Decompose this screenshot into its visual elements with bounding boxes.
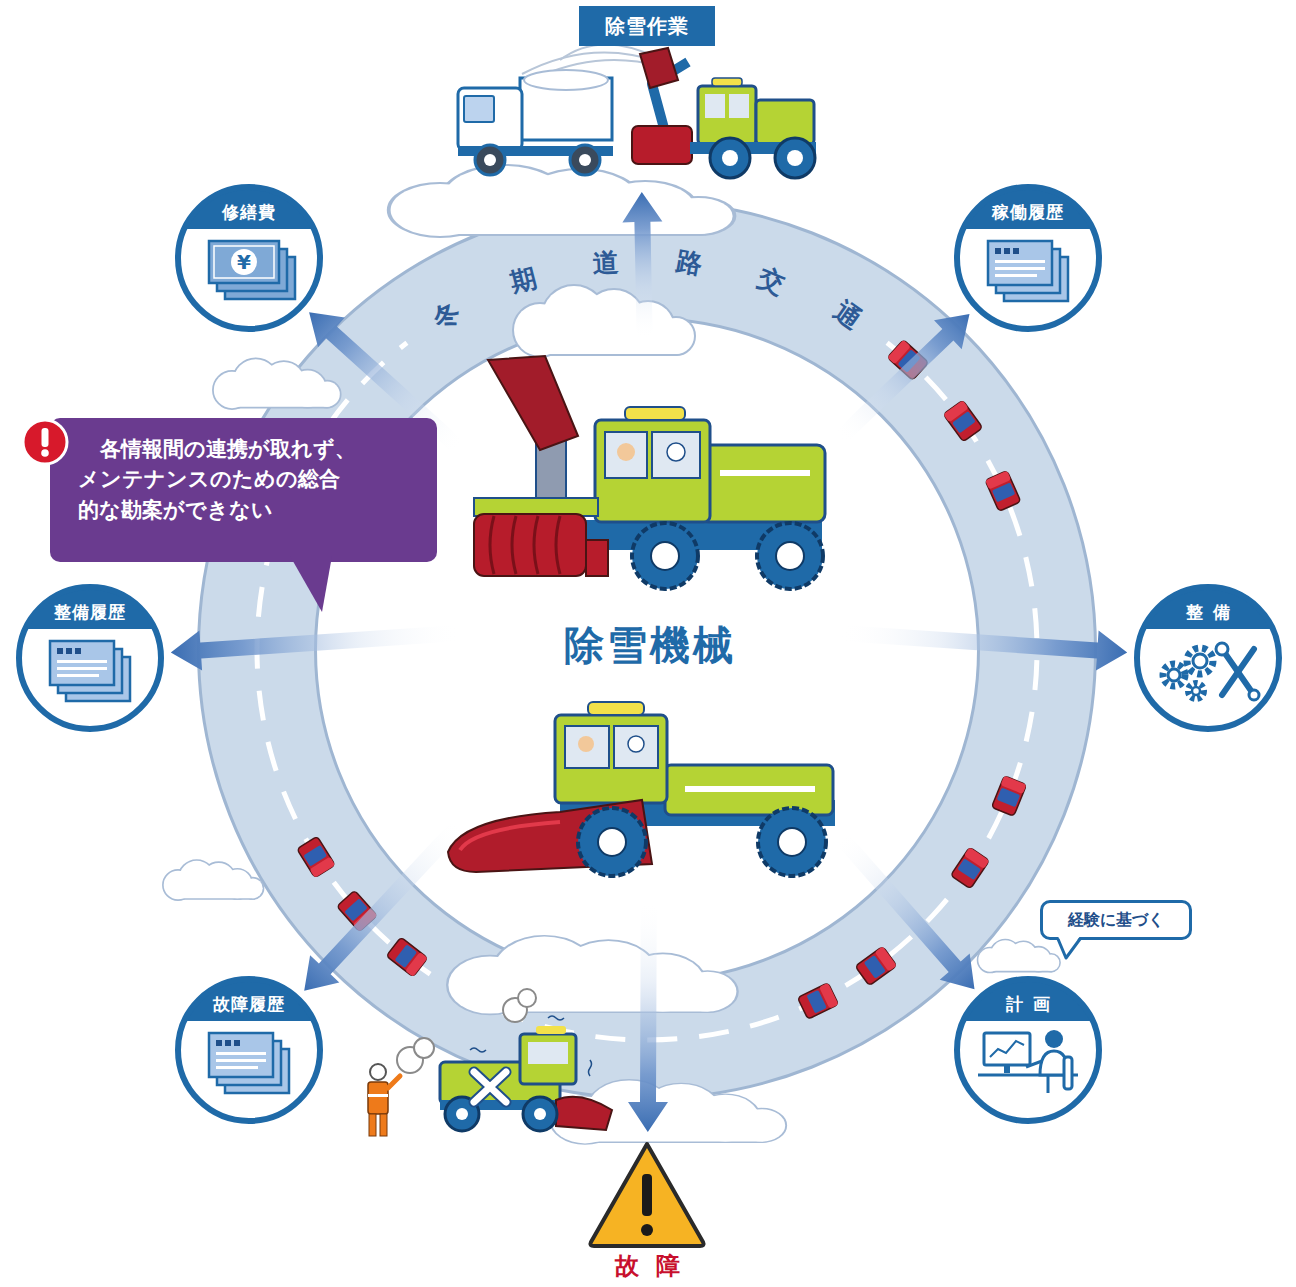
snow-work-illustration: [458, 44, 816, 178]
scene-box: 除雪作業: [440, 4, 840, 186]
broken-machine-illustration: [368, 989, 612, 1136]
plow-illustration: [448, 702, 835, 876]
currency-symbol: ¥: [224, 248, 264, 276]
circle-heading-row: 故障履歴: [174, 989, 324, 1019]
note-text: 経験に基づく: [1054, 903, 1178, 937]
circle-heading-row: 計画: [953, 989, 1103, 1019]
note-callout: 経験に基づく: [1040, 900, 1192, 940]
arrow-connector: [622, 192, 662, 340]
circle-icon: [209, 241, 295, 299]
info-circle: 稼働履歴: [953, 183, 1103, 333]
snow-piles: [164, 166, 1060, 1143]
info-circle: 故障履歴: [174, 975, 324, 1125]
circle-icon: [50, 641, 130, 701]
info-circle: 整備履歴: [15, 583, 165, 733]
circle-heading: 計画: [996, 989, 1061, 1019]
heading-text: 除雪作業: [605, 6, 689, 46]
callout-text: 各情報間の連携が取れず、 メンテナンスのための総合 的な勘案ができない: [50, 418, 404, 539]
note-tail: [1058, 936, 1080, 958]
circle-heading-row: 整備: [1133, 597, 1283, 627]
info-circle: 整備: [1133, 583, 1283, 733]
circle-heading: 修繕費: [222, 197, 276, 227]
circle-icon: [978, 1030, 1078, 1093]
arrow-connector: [840, 625, 1128, 670]
alert-icon: [23, 420, 67, 464]
warning-label-row: 故障: [585, 1252, 710, 1280]
circle-heading-row: 修繕費: [174, 197, 324, 227]
central-label: 除雪機械: [460, 340, 840, 900]
warning-node: 故障: [585, 1138, 710, 1284]
arrow-connector: [171, 625, 461, 671]
central-label-text: 除雪機械: [564, 620, 736, 670]
arrow-connector: [835, 314, 970, 444]
warning-triangle: [585, 1138, 710, 1250]
arrow-connector: [304, 818, 466, 991]
callout-tail: [290, 556, 332, 612]
circle-icon: [1163, 643, 1259, 700]
arrow-connector: [834, 831, 975, 989]
circle-heading: 故障履歴: [213, 989, 285, 1019]
circle-heading-row: 稼働履歴: [953, 197, 1103, 227]
road-label: 冬期道路交通: [428, 245, 913, 368]
rotary-blower-illustration: [474, 356, 825, 589]
road-label-text: 冬期道路交通: [428, 245, 913, 368]
central-label-row: 除雪機械: [460, 620, 840, 670]
info-circle: 計画: [953, 975, 1103, 1125]
circle-heading: 稼働履歴: [992, 197, 1064, 227]
warning-callout: 各情報間の連携が取れず、 メンテナンスのための総合 的な勘案ができない: [50, 418, 437, 562]
circle-icon: [209, 1033, 289, 1093]
circle-icon: [988, 241, 1068, 301]
circle-heading-row: 整備履歴: [15, 597, 165, 627]
warning-label: 故障: [598, 1252, 696, 1280]
heading-box: 除雪作業: [579, 6, 715, 46]
circle-heading: 整備: [1176, 597, 1241, 627]
circle-heading: 整備履歴: [54, 597, 126, 627]
arrow-connector: [628, 900, 668, 1132]
